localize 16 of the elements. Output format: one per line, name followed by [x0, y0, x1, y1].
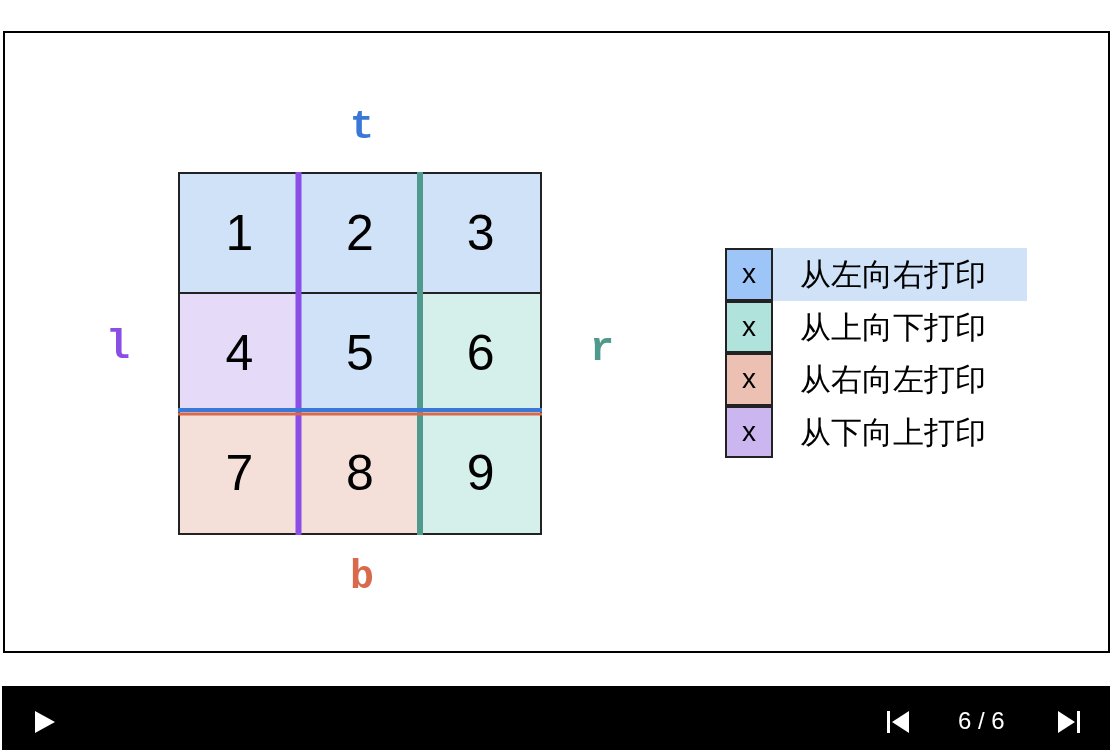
grid-cell: 3 — [420, 173, 541, 294]
legend-text: 从下向上打印 — [799, 412, 987, 452]
legend-swatch: x — [725, 353, 773, 406]
left-label: l — [106, 324, 130, 372]
top-label: t — [350, 104, 374, 152]
legend-swatch: x — [725, 300, 773, 353]
highlighted-legend-text: 从左向右打印 — [773, 248, 1027, 301]
legend-swatch: x — [725, 248, 773, 301]
page-counter: 6 / 6 — [958, 707, 1005, 735]
bottom-label: b — [350, 554, 374, 602]
grid-cell: 9 — [420, 413, 541, 534]
legend-text: 从上向下打印 — [799, 307, 987, 347]
grid-cell: 6 — [420, 293, 541, 414]
legend-text: 从右向左打印 — [799, 360, 987, 399]
legend-swatch: x — [725, 405, 773, 458]
right-label: r — [590, 326, 614, 374]
